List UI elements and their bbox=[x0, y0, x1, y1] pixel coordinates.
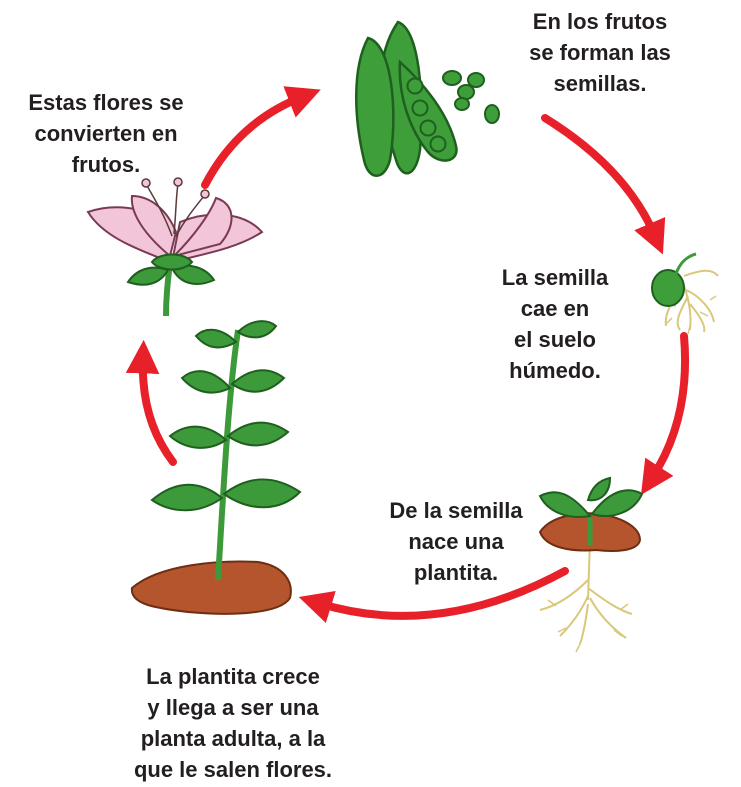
caption-line: que le salen flores. bbox=[133, 757, 333, 782]
caption-line: y llega a ser una bbox=[147, 695, 319, 720]
caption-flowers-become-fruit: Estas flores se convierten en frutos. bbox=[6, 87, 206, 180]
caption-line: planta adulta, a la bbox=[140, 726, 326, 751]
caption-line: el suelo bbox=[514, 327, 596, 352]
caption-seeds-form-in-fruit: En los frutos se forman las semillas. bbox=[505, 6, 695, 99]
caption-line: La plantita crece bbox=[146, 664, 320, 689]
cycle-arrow-fruit-to-seed bbox=[541, 114, 666, 255]
bean-pod-illustration bbox=[355, 20, 500, 177]
caption-line: De la semilla bbox=[389, 498, 523, 523]
caption-line: En los frutos bbox=[532, 9, 668, 34]
caption-line: nace una bbox=[408, 529, 504, 554]
germinating-seed-illustration bbox=[651, 252, 719, 335]
caption-line: húmedo. bbox=[509, 358, 601, 383]
caption-line: cae en bbox=[520, 296, 590, 321]
cycle-arrow-sprout-to-plant bbox=[298, 567, 569, 624]
cycle-arrow-plant-to-flower bbox=[125, 339, 177, 466]
caption-line: semillas. bbox=[553, 71, 647, 96]
caption-seed-falls-on-soil: La semilla cae en el suelo húmedo. bbox=[490, 262, 620, 386]
flower-illustration bbox=[86, 177, 264, 317]
seedling-illustration bbox=[538, 476, 644, 653]
adult-plant-illustration bbox=[130, 320, 302, 615]
caption-seedling-sprouts: De la semilla nace una plantita. bbox=[366, 495, 546, 588]
cycle-arrow-flower-to-fruit bbox=[201, 86, 321, 189]
caption-line: frutos. bbox=[71, 152, 141, 177]
caption-line: se forman las bbox=[529, 40, 671, 65]
caption-line: Estas flores se bbox=[28, 90, 184, 115]
cycle-arrow-seed-to-sprout bbox=[641, 332, 690, 495]
caption-line: plantita. bbox=[413, 560, 499, 585]
caption-line: convierten en bbox=[34, 121, 178, 146]
caption-plant-grows-and-flowers: La plantita crece y llega a ser una plan… bbox=[98, 661, 368, 785]
caption-line: La semilla bbox=[501, 265, 609, 290]
